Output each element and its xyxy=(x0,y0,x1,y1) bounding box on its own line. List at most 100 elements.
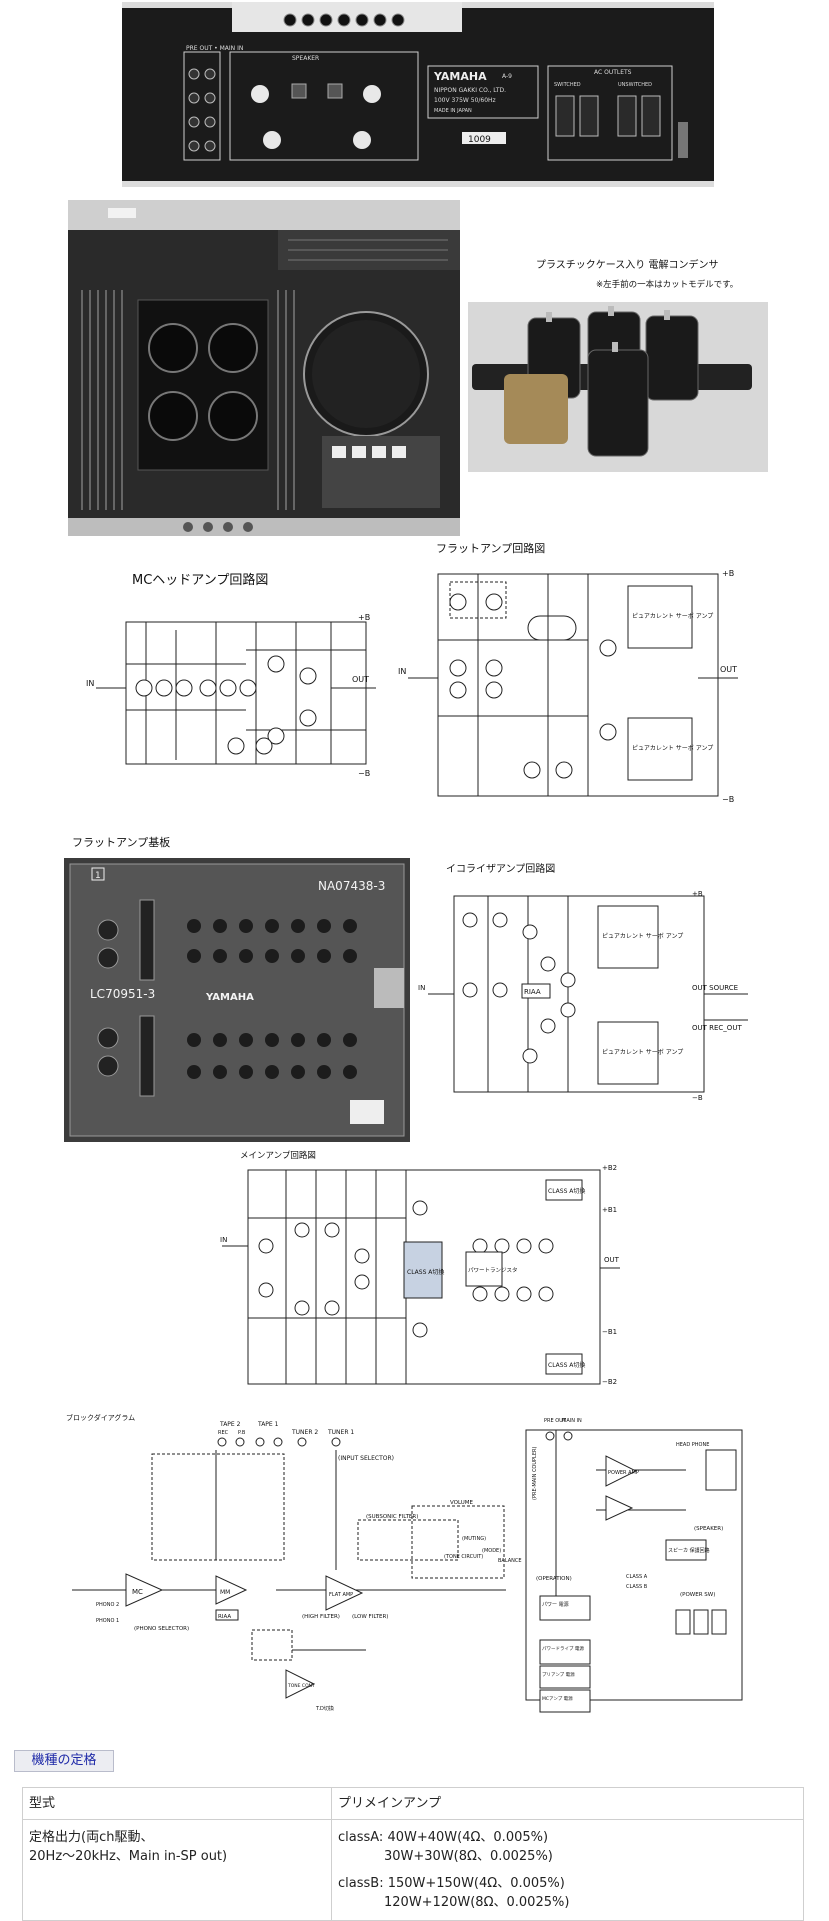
power-label: 100V 375W 50/60Hz xyxy=(434,97,496,104)
spec-class-a-line2: 30W+30W(8Ω、0.0025%) xyxy=(384,1849,553,1864)
eq-plus-b-label: +B xyxy=(692,890,703,898)
eq-in-label: IN xyxy=(418,984,425,992)
spec-class-b-line1: classB: 150W+150W(4Ω、0.005%) xyxy=(338,1876,565,1891)
serial-label: 1009 xyxy=(468,135,491,145)
mc-plus-b-label: +B xyxy=(358,613,370,622)
spec-model-type-value: プリメインアンプ xyxy=(331,1787,804,1820)
capacitor-note: ※左手前の一本はカットモデルです。 xyxy=(596,279,738,290)
main-minus-b2-label: −B2 xyxy=(602,1378,617,1386)
mc-minus-b-label: −B xyxy=(358,769,370,778)
flat-amp-drawing: フラットアンプ回路図 ピュアカレント サーボ アンプ ピュアカレント サーボ ア… xyxy=(398,542,738,804)
block-diagram: ブロックダイアグラム TAPE 2 TAPE 1 TUNER 2 TUNER 1… xyxy=(66,1410,766,1730)
capacitor-photo: プラスチックケース入り 電解コンデンサ ※左手前の一本はカットモデルです。 xyxy=(468,254,768,474)
main-amp-schematic: メインアンプ回路図 CLASS A切換 パワートランジスタ CLASS A切換 … xyxy=(216,1148,626,1394)
bd-tuner2: TUNER 2 xyxy=(291,1429,318,1436)
bd-subsonic-filter: (SUBSONIC FILTER) xyxy=(366,1514,418,1520)
flat-minus-b-label: −B xyxy=(722,795,734,804)
flat-servo-box-top: ピュアカレント サーボ アンプ xyxy=(632,612,713,620)
eq-out-rec-label: OUT REC_OUT xyxy=(692,1024,742,1032)
board-code-a: NA07438-3 xyxy=(318,879,385,893)
main-power-transistor-label: パワートランジスタ xyxy=(468,1266,518,1274)
rear-panel-photo: PRE OUT • MAIN IN SPEAKER YAMAHA A-9 NIP… xyxy=(122,2,714,187)
flat-plus-b-label: +B xyxy=(722,569,734,578)
mc-head-amp-schematic: MCヘッドアンプ回路図 IN OUT +B −B xyxy=(86,570,386,782)
bd-tape2: TAPE 2 xyxy=(219,1421,241,1428)
block-diagram-drawing: ブロックダイアグラム TAPE 2 TAPE 1 TUNER 2 TUNER 1… xyxy=(66,1413,743,1713)
main-class-a-switch-bottom: CLASS A切換 xyxy=(548,1361,585,1369)
made-in-label: MADE IN JAPAN xyxy=(434,108,472,114)
bd-pb: P.B xyxy=(238,1430,246,1436)
block-diagram-title: ブロックダイアグラム xyxy=(66,1413,135,1422)
flat-amp-board-drawing: フラットアンプ基板 1 NA07438-3 LC70951-3 YAMAHA xyxy=(64,835,410,1142)
bd-pre-out: PRE OUT xyxy=(544,1418,567,1424)
bd-mode: (MODE) xyxy=(482,1548,501,1554)
mc-in-label: IN xyxy=(86,679,94,688)
spec-heading: 機種の定格 xyxy=(14,1750,114,1772)
main-out-label: OUT xyxy=(604,1256,620,1264)
bd-rec: REC xyxy=(218,1430,229,1436)
bd-speaker-protect: スピーカ 保護回路 xyxy=(668,1547,710,1554)
bd-muting: (MUTING) xyxy=(462,1536,486,1542)
bd-preamp-supply: プリアンプ 電源 xyxy=(542,1671,575,1678)
pre-main-label: PRE OUT • MAIN IN xyxy=(186,45,243,52)
bd-speaker: (SPEAKER) xyxy=(694,1526,723,1532)
chassis-interior-photo xyxy=(68,200,460,536)
rear-panel-drawing: PRE OUT • MAIN IN SPEAKER YAMAHA A-9 NIP… xyxy=(122,2,714,187)
bd-tuner1: TUNER 1 xyxy=(327,1429,354,1436)
flat-servo-box-bottom: ピュアカレント サーボ アンプ xyxy=(632,744,713,752)
mc-head-amp-title: MCヘッドアンプ回路図 xyxy=(132,572,268,588)
equalizer-amp-schematic: イコライザアンプ回路図 RIAA ピュアカレント サーボ アンプ ピュアカレント… xyxy=(418,860,758,1108)
eq-out-source-label: OUT SOURCE xyxy=(692,984,738,992)
spec-rated-output-value: classA: 40W+40W(4Ω、0.005%) 30W+30W(8Ω、0.… xyxy=(331,1819,804,1921)
speaker-label: SPEAKER xyxy=(292,55,319,62)
spec-rated-output-row: 定格出力(両ch駆動、 20Hz～20kHz、Main in-SP out) c… xyxy=(22,1819,804,1921)
eq-minus-b-label: −B xyxy=(692,1094,703,1102)
capacitor-caption: プラスチックケース入り 電解コンデンサ xyxy=(536,258,718,271)
bd-tape1: TAPE 1 xyxy=(257,1421,279,1428)
bd-tone-cont: TONE CONT xyxy=(287,1683,315,1689)
bd-low-filter: (LOW FILTER) xyxy=(352,1614,388,1620)
board-brand: YAMAHA xyxy=(205,992,254,1003)
unswitched-label: UNSWITCHED xyxy=(618,82,652,88)
bd-riaa: RIAA xyxy=(218,1614,231,1620)
bd-class-a: CLASS A xyxy=(626,1574,648,1580)
bd-td-switch: T.D切換 xyxy=(315,1705,334,1712)
main-in-label: IN xyxy=(220,1236,227,1244)
bd-main-in: MAIN IN xyxy=(562,1418,582,1424)
main-amp-drawing: メインアンプ回路図 CLASS A切換 パワートランジスタ CLASS A切換 … xyxy=(220,1150,620,1386)
main-class-box: CLASS A切換 xyxy=(407,1268,444,1276)
spec-model-type-label: 型式 xyxy=(22,1787,332,1820)
equalizer-amp-drawing: イコライザアンプ回路図 RIAA ピュアカレント サーボ アンプ ピュアカレント… xyxy=(418,862,748,1102)
board-mark: 1 xyxy=(95,871,101,881)
spec-gap xyxy=(338,1866,797,1874)
bd-tone-circuit: (TONE CIRCUIT) xyxy=(444,1554,483,1560)
flat-amp-schematic: フラットアンプ回路図 ピュアカレント サーボ アンプ ピュアカレント サーボ ア… xyxy=(398,540,748,818)
bd-power-supply: パワー 電源 xyxy=(542,1601,569,1608)
flat-amp-title: フラットアンプ回路図 xyxy=(436,542,545,555)
mc-head-amp-drawing: MCヘッドアンプ回路図 IN OUT +B −B xyxy=(86,572,376,778)
mc-out-label: OUT xyxy=(352,675,369,684)
eq-servo-box-bottom: ピュアカレント サーボ アンプ xyxy=(602,1048,683,1056)
eq-riaa-label: RIAA xyxy=(524,988,541,996)
maker-label: NIPPON GAKKI CO., LTD. xyxy=(434,87,506,94)
bd-phono1: PHONO 1 xyxy=(96,1618,119,1624)
bd-operation: (OPERATION) xyxy=(536,1576,572,1582)
equalizer-amp-title: イコライザアンプ回路図 xyxy=(446,862,555,875)
spec-header-row: 型式 プリメインアンプ xyxy=(22,1787,804,1820)
eq-servo-box-top: ピュアカレント サーボ アンプ xyxy=(602,932,683,940)
bd-phono2: PHONO 2 xyxy=(96,1602,119,1608)
model-label: A-9 xyxy=(502,73,512,80)
spec-class-b-line2: 120W+120W(8Ω、0.0025%) xyxy=(384,1895,570,1910)
bd-driver-supply: パワードライブ 電源 xyxy=(542,1645,584,1652)
bd-mc: MC xyxy=(132,1588,143,1596)
bd-high-filter: (HIGH FILTER) xyxy=(302,1614,340,1620)
bd-class-b: CLASS B xyxy=(626,1584,648,1590)
board-code-b: LC70951-3 xyxy=(90,987,155,1001)
spec-rated-output-label: 定格出力(両ch駆動、 20Hz～20kHz、Main in-SP out) xyxy=(22,1819,332,1921)
main-class-a-switch-top: CLASS A切換 xyxy=(548,1187,585,1195)
bd-pre-main-coupler: (PRE-MAIN COUPLER) xyxy=(532,1447,538,1500)
flat-in-label: IN xyxy=(398,667,406,676)
bd-input-selector: (INPUT SELECTOR) xyxy=(338,1455,394,1462)
switched-label: SWITCHED xyxy=(554,82,581,88)
spec-class-a-line1: classA: 40W+40W(4Ω、0.005%) xyxy=(338,1830,549,1845)
